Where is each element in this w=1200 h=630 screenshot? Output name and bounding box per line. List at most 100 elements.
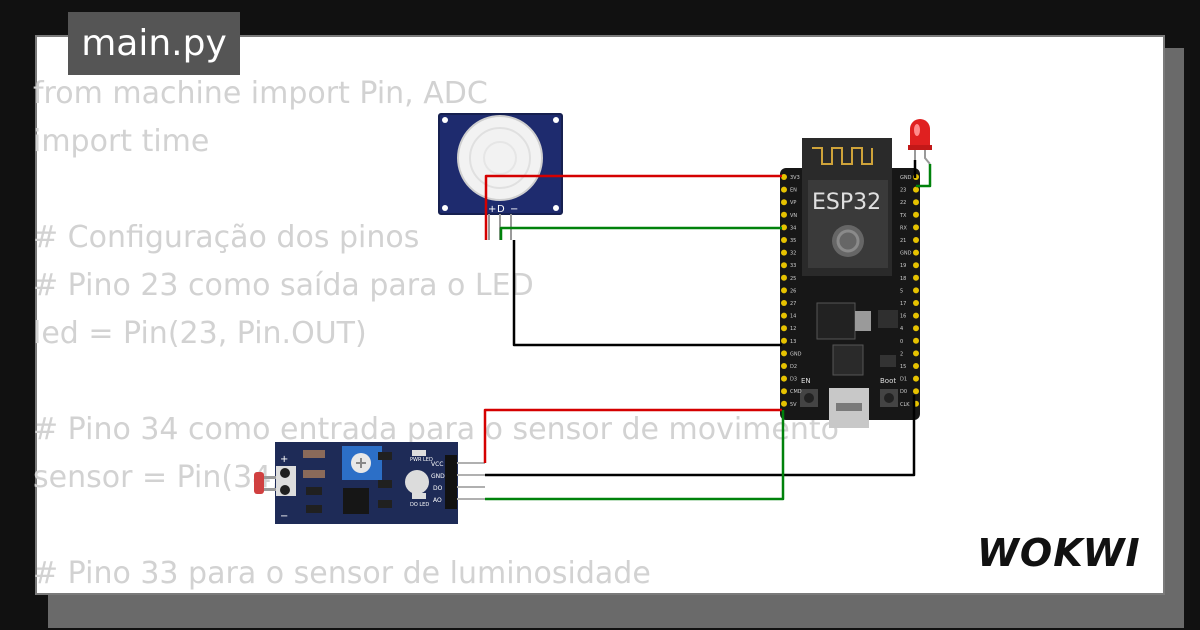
voltage-regulator [816,302,856,340]
left-pin-label: 33 [790,263,796,269]
ldr-side-label-plus: + [280,454,288,465]
right-pin[interactable] [913,287,919,294]
wire-pir-gnd[interactable] [512,240,782,347]
left-pin[interactable] [781,262,787,269]
left-pin[interactable] [781,224,787,231]
right-pin[interactable] [913,312,919,319]
left-pin[interactable] [781,274,787,281]
right-pin-label: D0 [900,389,907,395]
left-pin-label: D3 [790,377,797,383]
right-pin[interactable] [913,249,919,256]
wire-ldr-vcc[interactable] [483,408,782,463]
code-line: # Pino 33 para o sensor de luminosidade [33,556,651,591]
right-pin[interactable] [913,274,919,281]
left-pin[interactable] [781,388,787,395]
right-pin[interactable] [913,262,919,269]
left-pin-label: 27 [790,301,796,307]
left-pin[interactable] [781,400,787,407]
wokwi-logo-text: WOKWI [977,531,1141,575]
right-pin[interactable] [913,337,919,344]
comparator-chip [343,488,369,514]
left-pin[interactable] [781,312,787,319]
wire-pir-vcc[interactable] [484,174,782,240]
red-led[interactable] [908,119,932,165]
left-pin[interactable] [781,300,787,306]
right-pin[interactable] [913,350,919,357]
en-button-label: EN [801,377,811,385]
right-pin-label: 0 [900,339,903,345]
wire-ldr-gnd[interactable] [485,395,916,477]
left-pin-label: D2 [790,364,797,370]
left-pin[interactable] [781,325,787,332]
wokwi-logo: WOKWI [977,531,1141,575]
left-pin[interactable] [781,174,787,180]
left-pin[interactable] [781,337,787,344]
ldr-pin-label-ao: AO [433,497,442,504]
left-pin[interactable] [781,363,787,369]
left-pin[interactable] [781,375,787,382]
left-pin[interactable] [781,199,787,206]
esp32-board[interactable]: ESP32 EN Boot 3V3ENVPVN34353233252627141… [780,138,920,428]
left-pin[interactable] [781,237,787,243]
file-tab[interactable]: main.py [68,12,240,75]
right-pin-label: 18 [900,276,906,282]
right-pin-label: 5 [900,288,903,294]
code-line: # Configuração dos pinos [33,220,420,255]
wire-pir-signal[interactable] [499,226,782,240]
right-pin-label: 22 [900,200,906,206]
right-pin-label: GND [900,175,912,181]
right-pin-label: 15 [900,364,906,370]
left-pin-label: 32 [790,251,796,257]
ldr-pin-label-gnd: GND [431,473,445,480]
left-pin[interactable] [781,186,787,193]
right-pin-label: TX [899,213,907,219]
left-pin[interactable] [781,249,787,256]
left-pin-label: 35 [790,238,796,244]
right-pin-label: 23 [900,188,906,194]
left-pin-label: 34 [790,225,796,231]
wire-led-signal[interactable] [916,164,932,188]
right-pin-label: 19 [900,263,906,269]
code-line: # Pino 23 como saída para o LED [33,268,534,303]
left-pin-label: VN [790,213,797,219]
pir-pin-label-plus: + [488,204,496,215]
antenna-trace [812,147,873,165]
usb-chip [832,344,864,376]
left-pin-label: CMD [790,389,802,395]
right-pin[interactable] [913,199,919,206]
right-pin[interactable] [913,186,919,193]
right-pin[interactable] [913,300,919,306]
pir-pin-label-d: D [497,204,505,215]
left-pin[interactable] [781,287,787,294]
boot-button-label: Boot [880,377,896,385]
right-pin-label: CLK [900,402,910,408]
right-pin-label: GND [900,251,912,257]
wire-ldr-ao[interactable] [485,410,785,501]
right-pin[interactable] [913,388,919,395]
left-pin[interactable] [781,350,787,357]
code-line: from machine import Pin, ADC [33,76,488,111]
board-label: ESP32 [812,190,881,215]
right-pin[interactable] [913,211,919,218]
left-pin[interactable] [781,211,787,218]
pwr-led [405,470,429,494]
right-pin[interactable] [913,325,919,332]
ldr-module[interactable]: PWR LED DO LED + − VCC GND DO AO [254,442,485,524]
ldr-pin-label-do: DO [433,485,443,492]
right-pin-label: 17 [900,301,906,307]
right-pin-label: 21 [900,238,906,244]
right-pin[interactable] [913,237,919,243]
right-pin-label: D1 [900,377,907,383]
right-pin[interactable] [913,375,919,382]
code-line: led = Pin(23, Pin.OUT) [33,316,367,351]
right-pin-label: RX [900,225,907,231]
right-pin[interactable] [913,363,919,369]
do-led-label: DO LED [410,502,429,508]
ldr-side-label-minus: − [280,511,288,522]
code-line: import time [33,124,210,159]
right-pin[interactable] [913,224,919,231]
pir-pin-label-minus: − [510,204,518,215]
left-pin-header[interactable]: 3V3ENVPVN34353233252627141213GNDD2D3CMD5… [781,174,802,408]
